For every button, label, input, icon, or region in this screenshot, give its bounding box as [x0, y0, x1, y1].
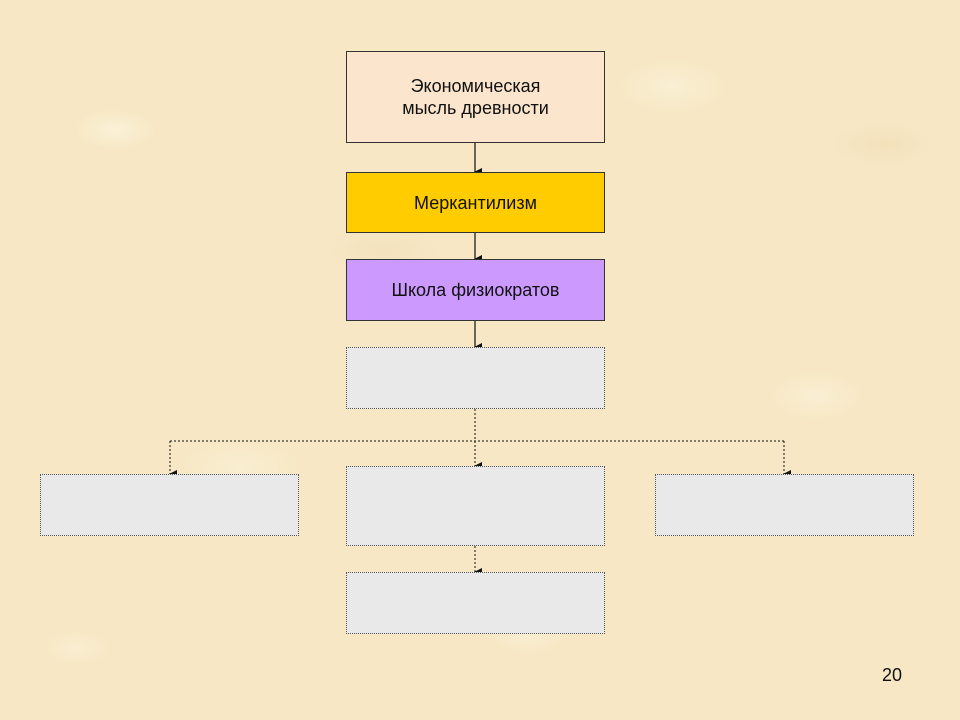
node-physiocrats: Школа физиократов — [346, 259, 605, 321]
node-mercantilism-label: Меркантилизм — [414, 192, 537, 213]
node-ancient-label: Экономическая мысль древности — [402, 76, 549, 118]
page-number: 20 — [881, 665, 902, 685]
node-blank-bottom — [346, 572, 605, 634]
node-physiocrats-label: Школа физиократов — [391, 280, 560, 300]
node-mercantilism: Меркантилизм — [346, 172, 605, 233]
node-blank-right — [655, 474, 914, 536]
node-ancient-economic-thought: Экономическая мысль древности — [346, 51, 605, 143]
node-blank-center — [346, 466, 605, 546]
node-blank-after-physiocrats — [346, 347, 605, 409]
node-blank-left — [40, 474, 299, 536]
